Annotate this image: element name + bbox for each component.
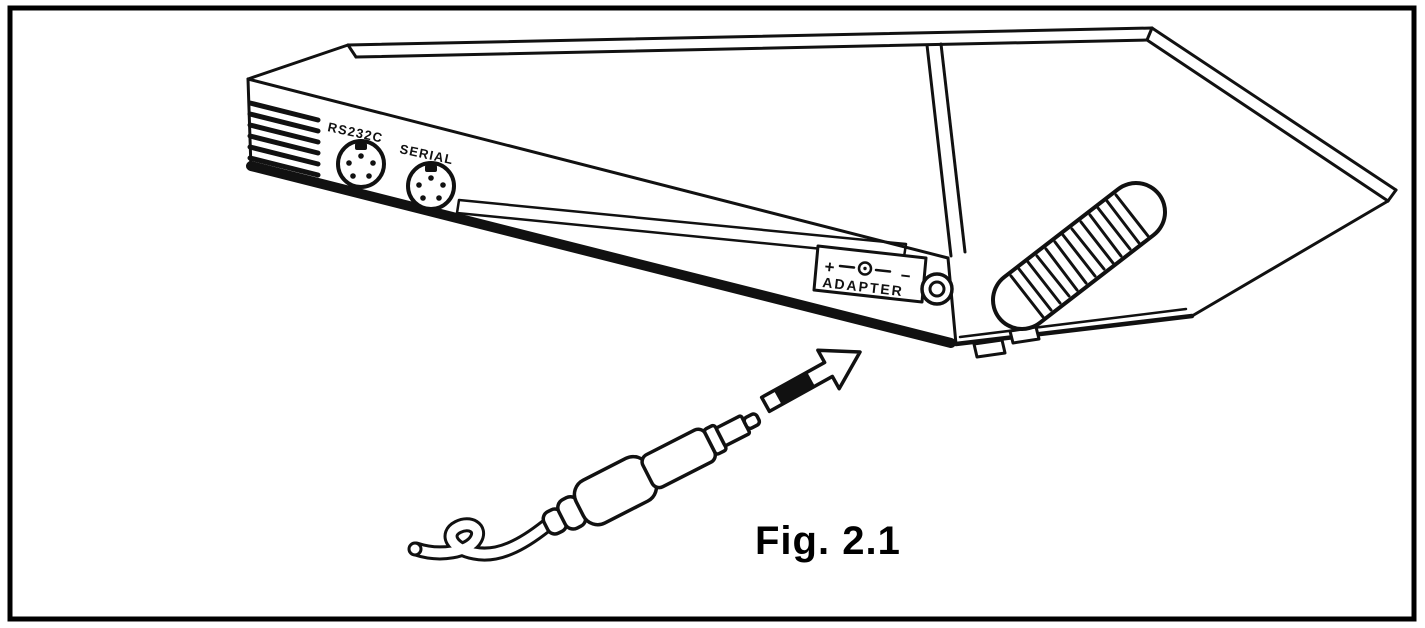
vent-slats — [247, 100, 321, 178]
plug-tip — [742, 412, 762, 431]
ribbed-hinge — [991, 181, 1167, 331]
polarity-symbol — [838, 261, 892, 276]
lid-top-edges — [246, 26, 1398, 203]
polarity-plus-label: + — [824, 257, 836, 277]
adapter-plate — [812, 244, 928, 304]
power-plug — [541, 412, 762, 536]
adapter-jack — [920, 272, 954, 306]
serial-port — [406, 161, 456, 211]
rs232c-port — [336, 139, 386, 189]
insertion-arrow — [759, 348, 862, 414]
power-cable — [407, 517, 554, 562]
figure-border — [7, 5, 1417, 622]
bottom-shadow-line — [246, 161, 956, 348]
polarity-minus-label: − — [900, 266, 912, 286]
lid-right-step — [925, 42, 967, 258]
right-side-edges — [953, 199, 1390, 347]
computer-rear-illustration — [246, 26, 1398, 562]
figure-caption: Fig. 2.1 — [755, 519, 901, 563]
